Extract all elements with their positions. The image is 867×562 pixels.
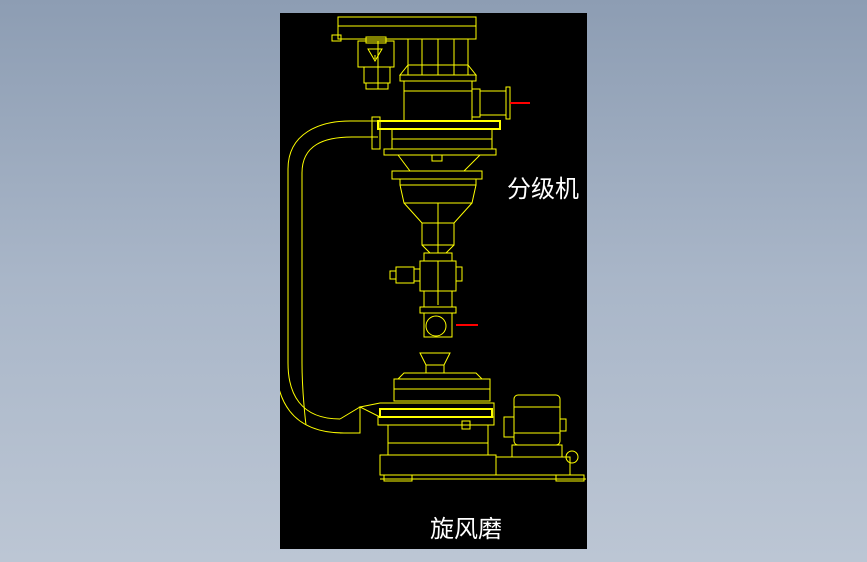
rotary-valve <box>389 252 478 338</box>
cyclone-mill-label: 旋风磨 <box>430 515 502 543</box>
top-drive-assembly <box>331 16 477 90</box>
cad-drawing-canvas: 分级机 旋风磨 <box>280 13 587 549</box>
classifier-label: 分级机 <box>507 175 579 203</box>
classifier-body <box>377 38 530 254</box>
cyclone-mill <box>339 352 586 482</box>
return-pipe <box>280 116 381 434</box>
